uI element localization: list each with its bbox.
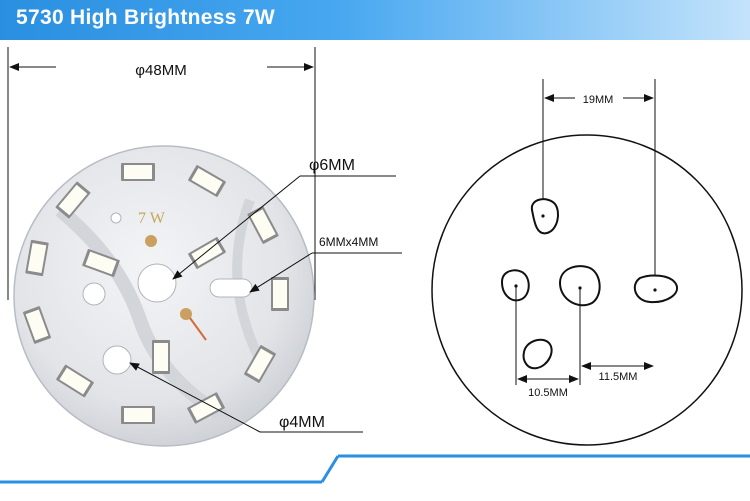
board-marking: 7 W: [138, 210, 166, 227]
center-hole-leader-arrow: [172, 175, 301, 280]
side-hole: [82, 282, 106, 306]
led-chip: [187, 392, 225, 424]
slot-label: 6MMx4MM: [319, 235, 378, 249]
center-hole-drawing: [558, 265, 601, 307]
led-chips: [23, 163, 289, 424]
board-trace: [55, 204, 234, 427]
solder-pad: [180, 308, 192, 320]
led-chip: [188, 165, 226, 197]
right-slot-center: [653, 288, 657, 292]
led-chip: [56, 364, 94, 398]
diameter-label: φ48MM: [135, 62, 186, 79]
led-chip: [244, 345, 276, 383]
screw-hole: [110, 212, 122, 224]
center-hole: [137, 263, 177, 303]
small-hole-leader-arrow: [129, 362, 261, 433]
slot-hole: [209, 278, 253, 298]
hole-layout-drawing: 19MM 10.5MM 11.5MM: [431, 79, 743, 446]
led-chip: [23, 306, 51, 344]
top-hole: [530, 198, 560, 235]
top-spacing-label: 19MM: [583, 94, 614, 106]
led-chip: [82, 249, 120, 277]
small-hole: [102, 345, 132, 375]
led-board-photo: φ48MM 7 W: [7, 47, 402, 447]
led-chip: [271, 277, 289, 311]
slot-leader-arrow: [249, 252, 313, 293]
led-chip: [188, 237, 226, 269]
small-hole-label: φ4MM: [279, 414, 325, 431]
wire-mark: [189, 317, 207, 341]
bottom-hole: [522, 338, 553, 370]
bottom-accent: [0, 454, 750, 484]
led-chip: [121, 406, 155, 424]
solder-pad: [145, 235, 157, 247]
page-title: 5730 High Brightness 7W: [16, 6, 275, 29]
led-chip: [152, 340, 170, 374]
led-chip: [121, 163, 155, 181]
bottom-left-spacing-label: 10.5MM: [528, 387, 568, 399]
led-chip: [247, 206, 279, 244]
header-banner: 5730 High Brightness 7W: [0, 0, 750, 40]
accent-line-bend: [320, 455, 340, 483]
center-hole-label: φ6MM: [309, 157, 355, 174]
led-chip: [25, 239, 49, 277]
led-chip: [55, 181, 91, 219]
top-hole-center: [541, 214, 545, 218]
bottom-right-spacing-label: 11.5MM: [599, 371, 638, 383]
